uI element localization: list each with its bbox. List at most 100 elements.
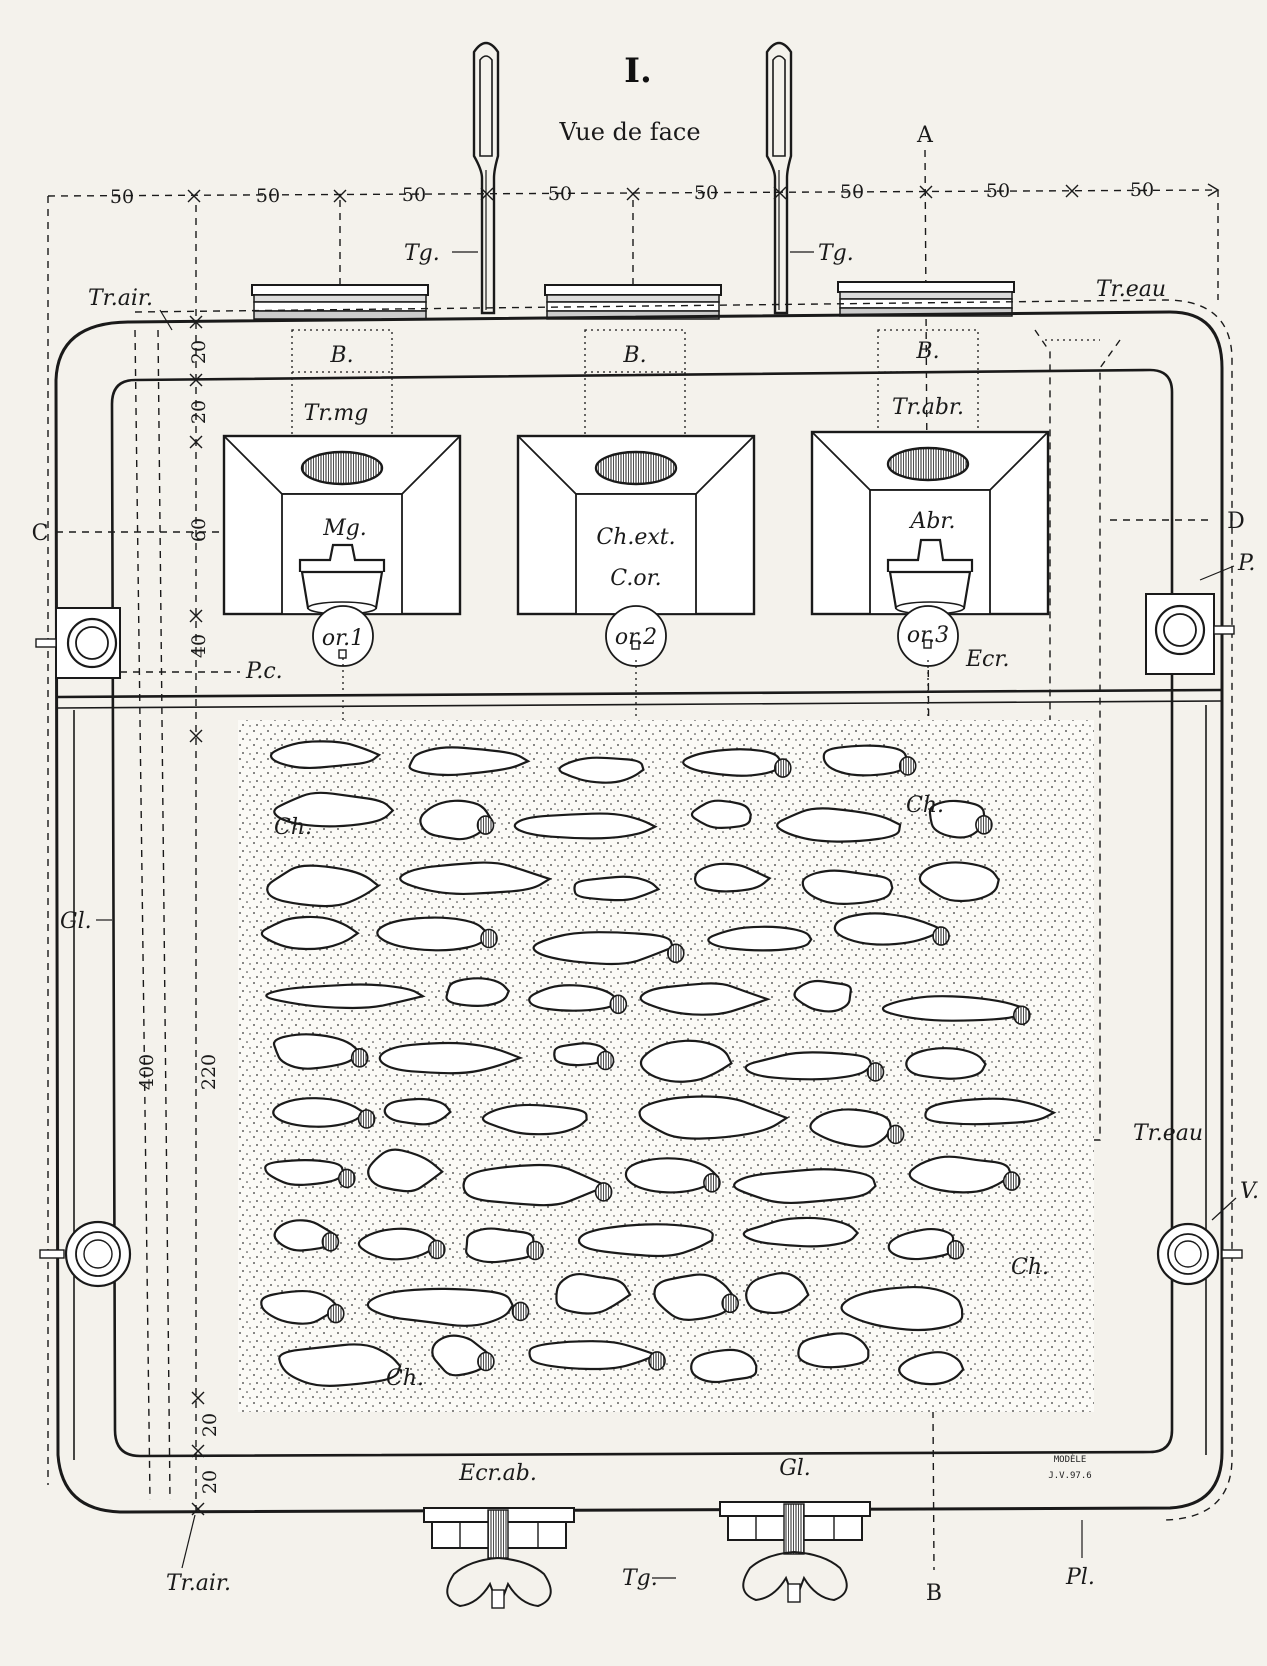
nest-gallery-shape	[462, 1163, 610, 1207]
nest-gallery-shape	[357, 1227, 440, 1261]
section-mark-c: C	[32, 521, 49, 546]
label-or1: or.1	[322, 626, 364, 651]
nest-gallery-shape	[833, 912, 946, 946]
nest-gallery-shape	[744, 1051, 873, 1081]
nest-gallery-shape	[555, 1273, 632, 1315]
nest-gallery-shape	[918, 861, 1000, 903]
label-b-middle: B.	[622, 343, 646, 368]
nest-gallery-shape	[273, 791, 395, 828]
nest-gallery-shape	[260, 915, 360, 951]
nest-gallery-shape	[272, 1033, 362, 1070]
dim-side-220: 220	[198, 1054, 220, 1090]
dim-side-40: 40	[188, 634, 210, 658]
nest-gallery-shape	[419, 799, 493, 841]
section-mark-b: B	[926, 1581, 942, 1606]
nest-gallery-shape	[742, 1216, 860, 1248]
section-mark-d: D	[1227, 509, 1245, 534]
label-c-or: C.or.	[610, 566, 661, 591]
label-b-left: B.	[329, 343, 353, 368]
label-abr: Abr.	[908, 509, 955, 534]
nest-opening-shape	[594, 1182, 613, 1202]
stamp: MODÈLE J.V.97.6	[1048, 1453, 1091, 1481]
nest-gallery-shape	[905, 1047, 987, 1080]
nest-gallery-shape	[399, 861, 553, 896]
label-tg-left: Tg.	[404, 241, 440, 266]
nest-gallery-shape	[822, 744, 909, 777]
feeding-cap-middle-icon	[544, 284, 722, 320]
dim-top-7: 50	[986, 180, 1010, 202]
label-tg-bottom: Tg.	[622, 1566, 658, 1591]
label-tr-abr: Tr.abr.	[892, 395, 964, 420]
thermometer-left-icon	[472, 41, 500, 315]
nest-gallery-shape	[278, 1343, 402, 1387]
section-mark-a: A	[916, 123, 934, 148]
nest-gallery-shape	[558, 756, 645, 784]
nest-opening-shape	[886, 1124, 905, 1145]
nest-gallery-shape	[840, 1286, 964, 1332]
nest-gallery-shape	[801, 869, 894, 905]
label-tr-mg: Tr.mg	[304, 401, 369, 426]
nest-gallery-shape	[376, 916, 489, 952]
dim-top-1: 50	[110, 186, 134, 208]
nest-gallery-shape	[266, 864, 381, 908]
nest-opening-shape	[511, 1301, 530, 1322]
nest-gallery-shape	[924, 1097, 1057, 1126]
screw-right-lower-icon	[1156, 1222, 1243, 1286]
nest-opening-shape	[337, 1168, 356, 1189]
stamp-line-2: J.V.97.6	[1048, 1471, 1091, 1481]
nest-gallery-shape	[881, 995, 1030, 1022]
nest-opening-shape	[350, 1048, 369, 1068]
nest-opening-shape	[703, 1173, 721, 1193]
nest-gallery-shape	[682, 748, 783, 777]
label-p-c: P.c.	[245, 659, 283, 684]
drain-screw-right-icon	[719, 1501, 871, 1603]
nest-opening-shape	[975, 814, 993, 835]
nest-opening-shape	[773, 758, 792, 778]
top-dimension-chain: 50 50 50 50 50 50 50 50	[47, 179, 1220, 1485]
chamber-right-abr	[810, 430, 1050, 616]
nest-galleries	[238, 720, 1094, 1412]
nest-gallery-shape	[264, 1158, 345, 1186]
nest-opening-shape	[898, 756, 917, 776]
nest-gallery-shape	[269, 740, 382, 770]
label-ecr-ab: Ecr.ab.	[458, 1461, 537, 1486]
nest-gallery-shape	[690, 799, 752, 830]
nest-opening-shape	[666, 943, 685, 964]
screw-left-lower-icon	[39, 1220, 132, 1288]
nest-gallery-shape	[481, 1103, 588, 1136]
label-gl-bottom: Gl.	[779, 1456, 811, 1481]
drain-screw-left-icon	[423, 1507, 575, 1609]
nest-gallery-shape	[809, 1108, 893, 1148]
label-mg: Mg.	[322, 516, 367, 541]
nest-gallery-shape	[624, 1157, 720, 1194]
stamp-line-1: MODÈLE	[1054, 1453, 1087, 1465]
label-tr-air-bottom: Tr.air.	[166, 1571, 231, 1596]
nest-opening-shape	[476, 815, 495, 835]
nest-gallery-shape	[793, 979, 852, 1013]
nest-opening-shape	[477, 1351, 495, 1372]
label-b-right: B.	[915, 339, 939, 364]
nest-gallery-shape	[653, 1273, 736, 1321]
label-ch-1: Ch.	[274, 815, 312, 840]
nest-gallery-shape	[733, 1168, 877, 1205]
nest-opening-shape	[321, 1232, 340, 1252]
orifice-2-icon	[605, 605, 667, 730]
nest-gallery-shape	[639, 1039, 733, 1083]
label-tr-air-top: Tr.air.	[88, 286, 153, 311]
label-p-right: P.	[1237, 551, 1255, 576]
dim-top-6: 50	[840, 181, 864, 203]
dim-side-20c: 20	[199, 1413, 221, 1437]
label-ch-ext: Ch.ext.	[596, 525, 675, 550]
feeding-cap-right-icon	[837, 281, 1015, 317]
nest-opening-shape	[609, 994, 628, 1015]
nest-gallery-shape	[408, 746, 531, 777]
figure-number: I.	[624, 51, 652, 91]
dim-side-60: 60	[188, 518, 210, 542]
nest-gallery-shape	[908, 1155, 1013, 1194]
label-ecr: Ecr.	[965, 647, 1009, 672]
chamber-middle-ch-ext	[516, 434, 756, 616]
dim-side-20b: 20	[188, 400, 210, 424]
nest-gallery-shape	[898, 1351, 965, 1386]
label-tg-right: Tg.	[818, 241, 854, 266]
